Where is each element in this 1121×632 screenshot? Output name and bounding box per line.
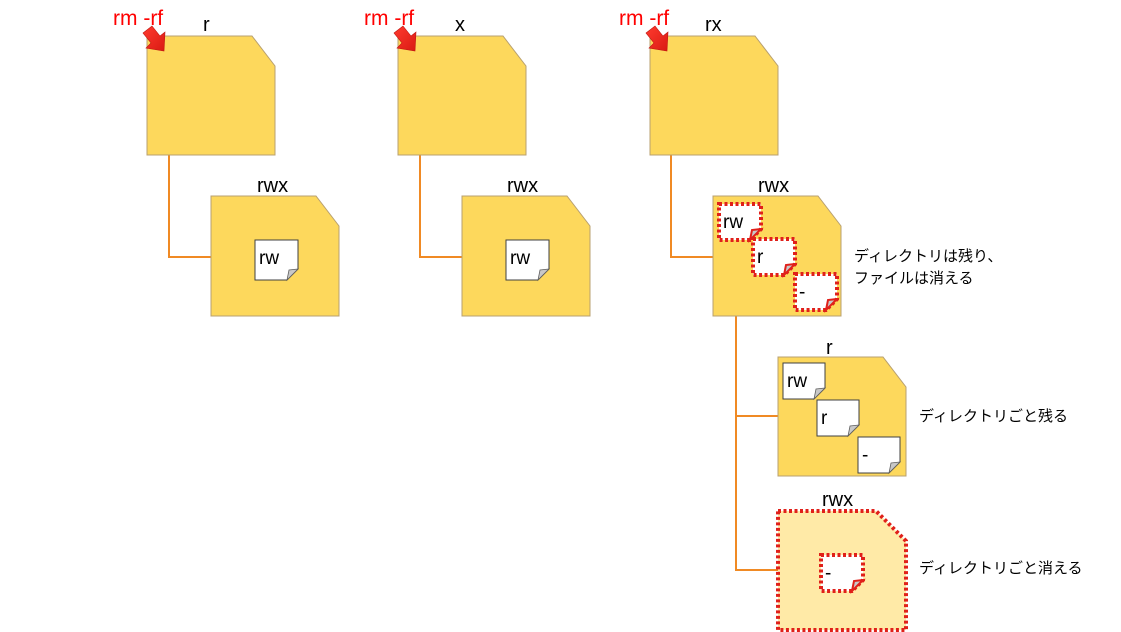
- connector-col3: [670, 155, 713, 258]
- file-icon: -: [857, 436, 902, 475]
- note-line2: ファイルは消える: [854, 270, 974, 287]
- file-icon: rw: [717, 202, 764, 244]
- arrow-icon: [393, 25, 417, 52]
- subdir-perm-label: rwx: [822, 489, 854, 511]
- note-line1: ディレクトリは残り、: [854, 248, 1003, 265]
- folder-parent-x: [397, 35, 527, 156]
- file-icon: -: [793, 272, 840, 314]
- file-icon: r: [751, 237, 798, 279]
- command-label: rm -rf: [113, 7, 164, 30]
- parent-perm-label: rx: [705, 14, 722, 36]
- parent-perm-label: r: [203, 14, 210, 36]
- file-perm-label: rw: [259, 248, 279, 269]
- file-icon: r: [816, 399, 861, 438]
- subdir-perm-label: r: [826, 337, 833, 359]
- connector-col3-sub2: [735, 416, 778, 571]
- child-perm-label: rwx: [507, 175, 539, 197]
- command-label: rm -rf: [619, 7, 670, 30]
- folder-parent-rx: [649, 35, 779, 156]
- connectors: [168, 155, 778, 571]
- child-perm-label: rwx: [758, 175, 790, 197]
- connector-col1: [168, 155, 211, 258]
- parent-perm-label: x: [455, 14, 465, 36]
- file-perm-label: r: [821, 408, 828, 429]
- subdir-note: ディレクトリごと消える: [919, 560, 1083, 577]
- connector-col2: [419, 155, 462, 258]
- file-perm-label: r: [757, 247, 764, 268]
- arrow-icon: [645, 25, 669, 52]
- file-perm-label: -: [862, 445, 868, 466]
- command-label: rm -rf: [364, 7, 415, 30]
- folder-parent-r: [146, 35, 276, 156]
- file-perm-label: rw: [510, 248, 530, 269]
- file-perm-label: rw: [787, 371, 807, 392]
- file-icon: rw: [254, 239, 300, 282]
- child-perm-label: rwx: [257, 175, 289, 197]
- file-icon: rw: [782, 362, 827, 401]
- file-perm-label: rw: [723, 212, 743, 233]
- file-icon: rw: [505, 239, 551, 282]
- arrow-icon: [142, 25, 166, 52]
- file-perm-label: -: [799, 282, 805, 303]
- file-icon: -: [819, 553, 866, 595]
- subdir-note: ディレクトリごと残る: [919, 408, 1068, 425]
- file-perm-label: -: [825, 563, 831, 584]
- connector-col3-sub1: [735, 316, 778, 417]
